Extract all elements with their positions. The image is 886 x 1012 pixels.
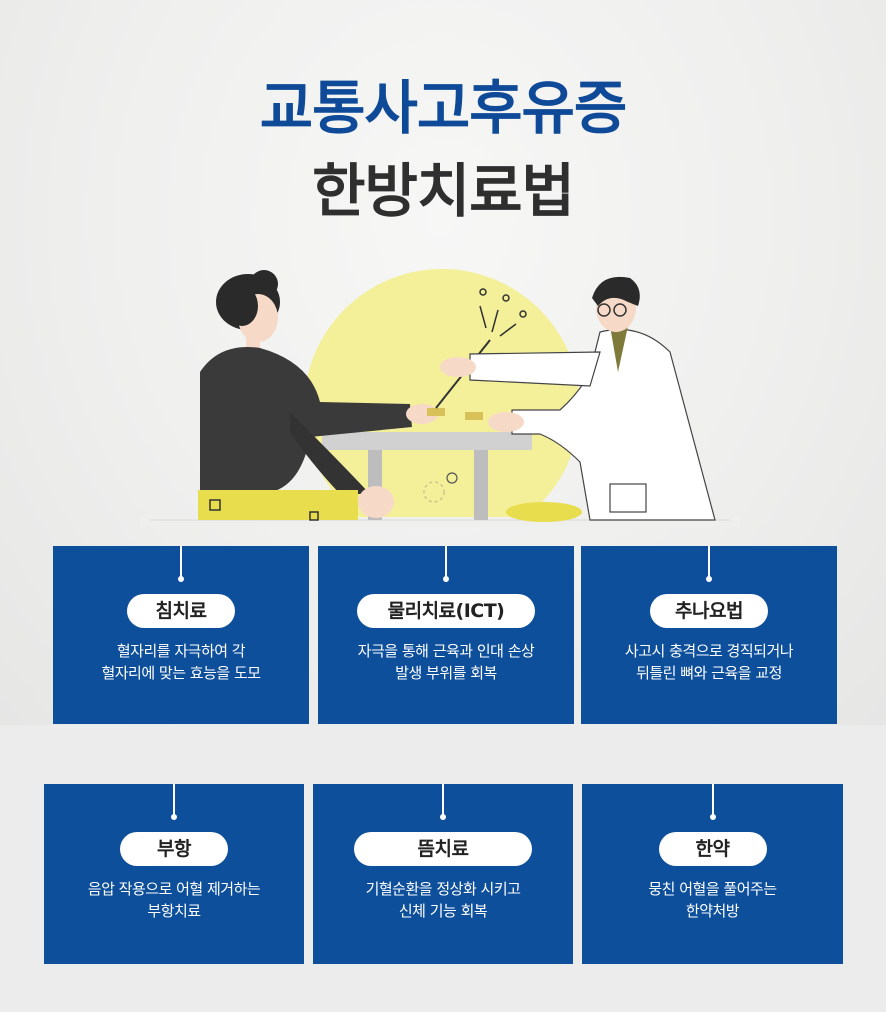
- description-line: 사고시 충격으로 경직되거나: [624, 642, 794, 660]
- connector-dot: [443, 576, 449, 582]
- treatment-card-chuna: 추나요법 사고시 충격으로 경직되거나 뒤틀린 뼈와 근육을 교정: [581, 546, 837, 724]
- connector-line: [711, 784, 714, 816]
- description-line: 뒤틀린 뼈와 근육을 교정: [636, 664, 782, 682]
- treatment-description: 기혈순환을 정상화 시키고 신체 기능 회복: [313, 878, 573, 922]
- description-line: 발생 부위를 회복: [395, 664, 497, 682]
- description-line: 음압 작용으로 어혈 제거하는: [87, 880, 261, 898]
- patient-figure: [198, 270, 438, 521]
- page-subtitle: 한방치료법: [312, 157, 575, 225]
- treatment-label: 한약: [658, 832, 767, 866]
- treatment-label: 뜸치료: [354, 832, 532, 866]
- connector-dot: [440, 814, 446, 820]
- treatment-card-acupuncture: 침치료 혈자리를 자극하여 각 혈자리에 맞는 효능을 도모: [53, 546, 309, 724]
- description-line: 혈자리에 맞는 효능을 도모: [101, 664, 261, 682]
- connector-dot: [706, 576, 712, 582]
- treatment-description: 자극을 통해 근육과 인대 손상 발생 부위를 회복: [318, 640, 574, 684]
- description-line: 신체 기능 회복: [398, 902, 488, 920]
- connector-line: [708, 546, 710, 578]
- treatment-label: 침치료: [127, 594, 235, 628]
- description-line: 한약처방: [685, 902, 740, 920]
- connector-line: [173, 784, 175, 816]
- description-line: 혈자리를 자극하여 각: [116, 642, 246, 660]
- treatment-illustration: [140, 262, 740, 545]
- page-title: 교통사고후유증: [259, 74, 628, 142]
- doctor-figure: [440, 276, 716, 522]
- treatment-description: 사고시 충격으로 경직되거나 뒤틀린 뼈와 근육을 교정: [581, 640, 837, 684]
- connector-line: [180, 546, 182, 578]
- connector-dot: [178, 576, 184, 582]
- treatment-card-moxibustion: 뜸치료 기혈순환을 정상화 시키고 신체 기능 회복: [313, 784, 573, 964]
- connector-dot: [709, 814, 716, 820]
- connector-line: [442, 784, 444, 816]
- treatment-description: 음압 작용으로 어혈 제거하는 부항치료: [44, 878, 304, 922]
- description-line: 부항치료: [147, 902, 201, 920]
- treatment-description: 혈자리를 자극하여 각 혈자리에 맞는 효능을 도모: [53, 640, 309, 684]
- treatment-label: 물리치료(ICT): [357, 594, 535, 628]
- connector-line: [445, 546, 447, 578]
- treatment-label: 추나요법: [650, 594, 768, 628]
- treatment-description: 뭉친 어혈을 풀어주는 한약처방: [582, 878, 843, 922]
- treatment-card-herbal-medicine: 한약 뭉친 어혈을 풀어주는 한약처방: [582, 784, 843, 964]
- treatment-card-cupping: 부항 음압 작용으로 어혈 제거하는 부항치료: [44, 784, 304, 964]
- description-line: 기혈순환을 정상화 시키고: [365, 880, 521, 898]
- description-line: 뭉친 어혈을 풀어주는: [648, 880, 777, 898]
- description-line: 자극을 통해 근육과 인대 손상: [357, 642, 535, 660]
- treatment-card-physical-therapy: 물리치료(ICT) 자극을 통해 근육과 인대 손상 발생 부위를 회복: [318, 546, 574, 724]
- treatment-label: 부항: [120, 832, 228, 866]
- connector-dot: [171, 814, 177, 820]
